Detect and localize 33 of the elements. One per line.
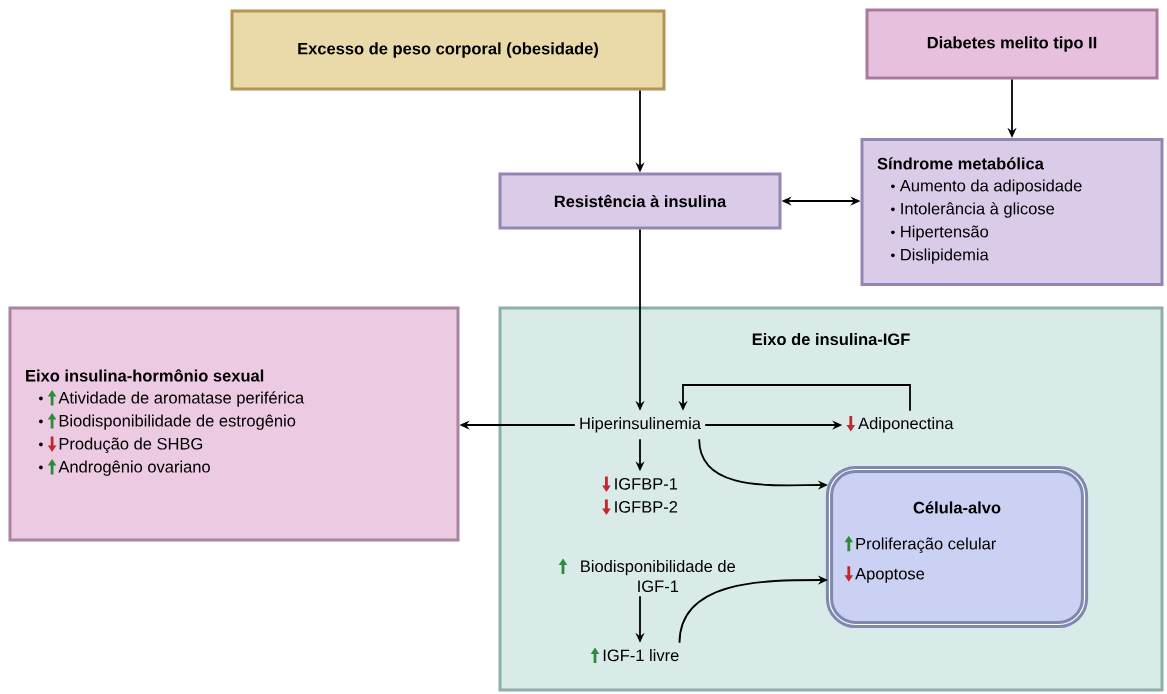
list-box [860, 138, 1164, 286]
cell-box [825, 465, 1089, 629]
box-label: Diabetes melito tipo II [927, 36, 1097, 52]
flow-label [602, 476, 678, 515]
process-box [865, 8, 1159, 80]
flow-label [846, 416, 954, 433]
flow-label [558, 558, 735, 593]
box-heading: Síndrome metabólica [877, 157, 1044, 170]
group-heading: Eixo de insulina-IGF [752, 333, 910, 346]
flow-label [590, 647, 679, 663]
list-item: Atividade de aromatase periférica [58, 391, 305, 407]
box-heading: Eixo insulina-hormônio sexual [26, 369, 264, 382]
list-item: Androgênio ovariano [58, 460, 210, 476]
list-item: Biodisponibilidade de estrogênio [59, 414, 296, 430]
list-item: Hipertensão [901, 225, 989, 241]
list-item: Produção de SHBG [59, 437, 203, 453]
flow-text: Hiperinsulinemia [580, 417, 701, 433]
list-item: Dislipidemia [901, 248, 989, 264]
flow-text: IGF-1 livre [603, 649, 679, 662]
list-item: Proliferação celular [856, 537, 997, 553]
box-label: Excesso de peso corporal (obesidade) [298, 42, 598, 58]
box-label: Resistência à insulina [554, 194, 727, 208]
process-box [230, 9, 666, 91]
flow-text: IGFBP-1 [615, 478, 678, 490]
flow-text: Adiponectina [858, 417, 954, 433]
list-box [8, 306, 460, 542]
cell-heading: Célula-alvo [913, 501, 1001, 514]
list-item: Intolerância à glicose [901, 202, 1055, 218]
list-item: Aumento da adiposidade [899, 179, 1082, 195]
flow-text: Biodisponibilidade de IGF-1 [581, 560, 735, 593]
list-item: Apoptose [855, 568, 925, 583]
process-box [498, 172, 782, 230]
flow-text: IGFBP-2 [615, 501, 678, 513]
